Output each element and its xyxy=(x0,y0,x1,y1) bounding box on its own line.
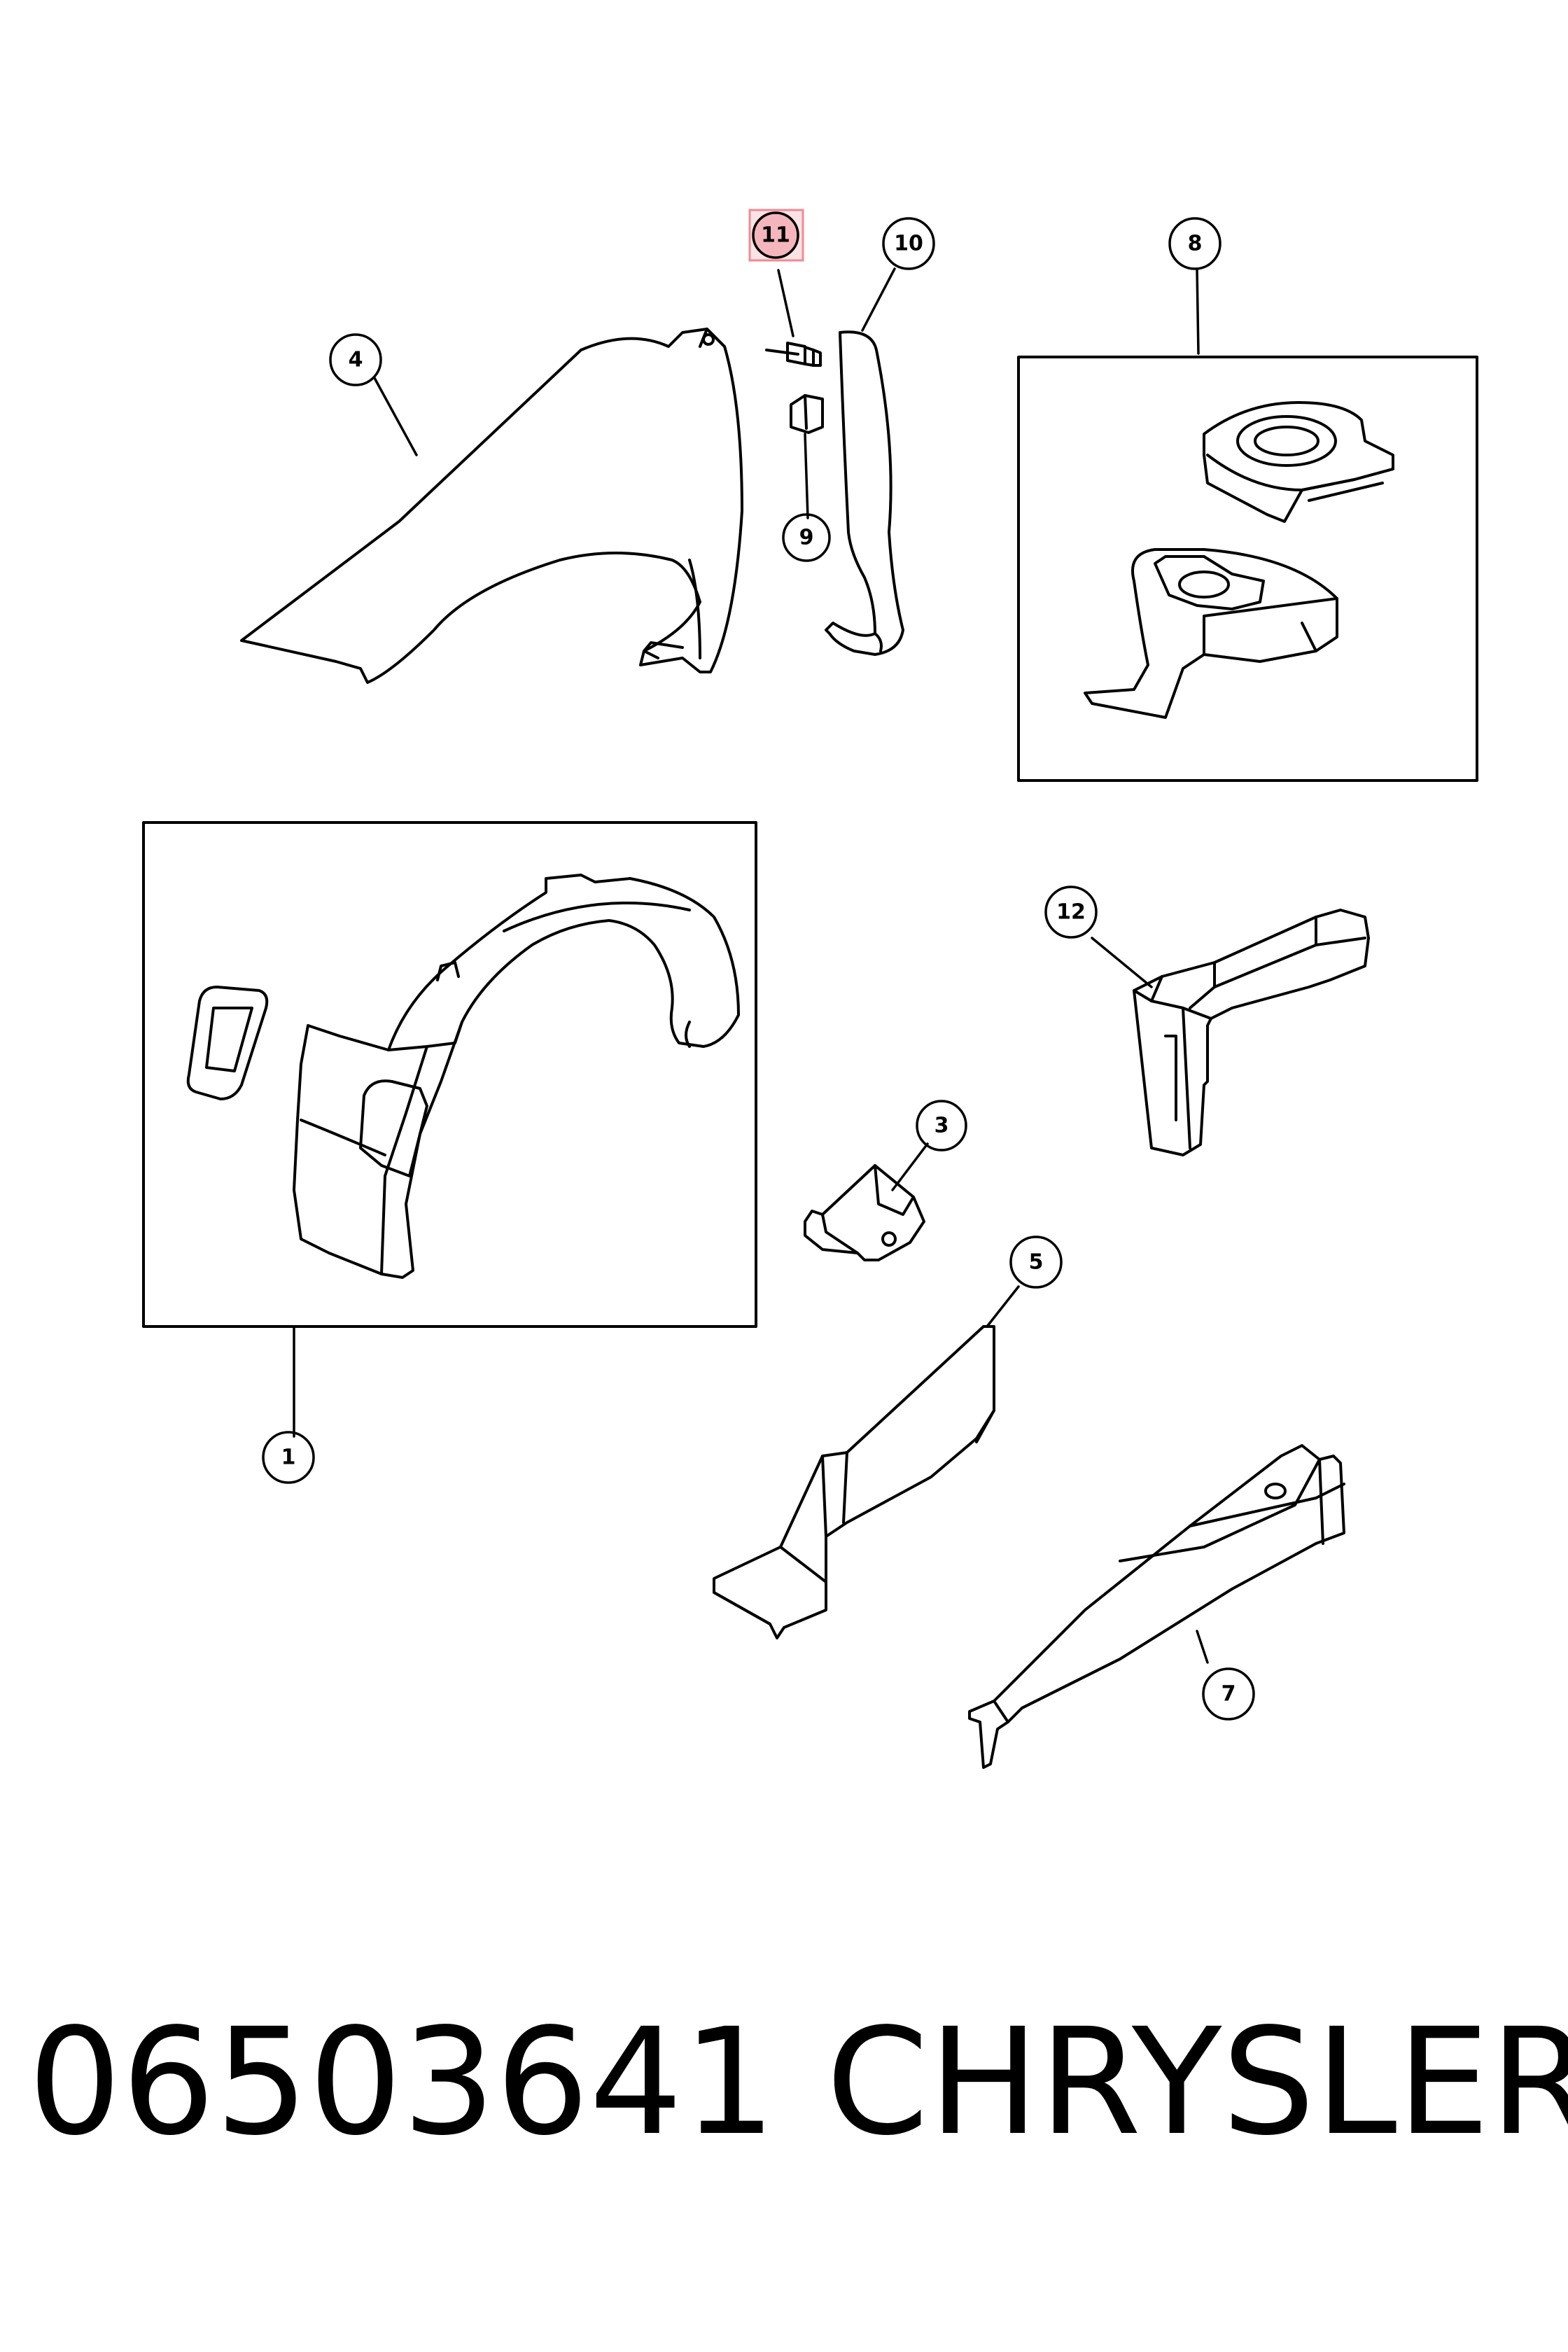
callout-number-7: 7 xyxy=(1222,1682,1236,1707)
fender-seal-part[interactable] xyxy=(825,330,904,656)
fender-bolt-part[interactable] xyxy=(765,342,822,367)
callout-number-1: 1 xyxy=(281,1446,296,1470)
part-1-box xyxy=(142,821,757,1328)
callout-circles xyxy=(262,217,1255,1721)
strut-tower-upper-part[interactable] xyxy=(1203,401,1394,523)
callout-number-5: 5 xyxy=(1029,1250,1044,1275)
callout-number-4: 4 xyxy=(349,348,363,372)
callout-number-9: 9 xyxy=(799,526,814,550)
leader-lines xyxy=(293,267,1209,1664)
brand-name: CHRYSLER xyxy=(826,1996,1568,2168)
callout-number-8: 8 xyxy=(1188,232,1203,256)
callout-number-10: 10 xyxy=(894,232,923,256)
frame-rail-part[interactable] xyxy=(968,1444,1345,1769)
footer-caption: 06503641 CHRYSLER xyxy=(0,2009,1568,2303)
frame-rail-extension-part[interactable] xyxy=(713,1325,995,1639)
callout-number-12: 12 xyxy=(1056,900,1086,925)
strut-tower-lower-part[interactable] xyxy=(1084,548,1338,719)
front-fender-part[interactable] xyxy=(240,328,743,684)
gusset-bracket-part[interactable] xyxy=(804,1164,925,1261)
callout-number-11: 11 xyxy=(761,223,790,248)
grommet-part[interactable] xyxy=(186,986,269,1100)
callout-number-3: 3 xyxy=(934,1114,949,1138)
wheelhouse-inner-part[interactable] xyxy=(293,874,740,1279)
highlighted-callout-11[interactable] xyxy=(748,209,804,262)
rail-bracket-part[interactable] xyxy=(1133,909,1370,1156)
part-number: 06503641 xyxy=(28,1996,776,2168)
clip-part[interactable] xyxy=(790,394,824,434)
part-8-box xyxy=(1017,356,1478,782)
